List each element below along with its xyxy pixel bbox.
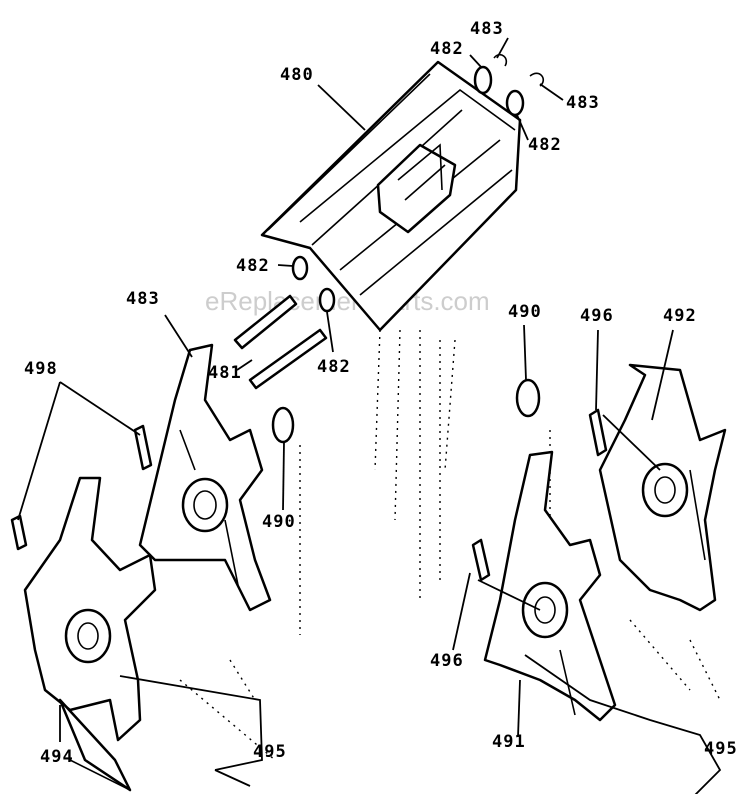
leader-lines: [17, 37, 722, 794]
callout-483-right: 483: [566, 93, 600, 113]
washer-482-mid: [291, 255, 309, 281]
washer-490-right: [515, 378, 541, 418]
callout-498: 498: [24, 359, 58, 379]
tine-assembly-494: [23, 476, 157, 792]
callout-494: 494: [40, 747, 74, 767]
bolt-481-lower: [248, 328, 328, 390]
assembly-guides: [179, 329, 721, 761]
callout-481: 481: [208, 363, 242, 383]
washers: [291, 65, 525, 313]
pin-496-low: [471, 538, 491, 582]
washer-482-top: [473, 65, 493, 95]
callout-495-left: 495: [253, 742, 287, 762]
callout-482-right: 482: [528, 135, 562, 155]
callout-490-right: 490: [508, 302, 542, 322]
callout-495-right: 495: [704, 739, 738, 759]
callout-483-top: 483: [470, 19, 504, 39]
callouts: 480 483 482 483 482 482 482 483 481 498 …: [24, 19, 738, 767]
pins: [10, 408, 608, 582]
pin-496-top: [588, 408, 608, 457]
callout-480: 480: [280, 65, 314, 85]
tine-shield: [260, 60, 522, 332]
bolt-481-upper: [233, 294, 298, 350]
bolts: [233, 294, 328, 390]
washer-482-low: [318, 287, 336, 313]
callout-483-left: 483: [126, 289, 160, 309]
tine-assembly-492: [598, 363, 727, 612]
callout-490-left: 490: [262, 512, 296, 532]
callout-492: 492: [663, 306, 697, 326]
pin-498-a: [133, 424, 153, 471]
tine-assembly-483: [138, 343, 272, 612]
pin-498-b: [10, 514, 28, 551]
washer-490-left: [271, 406, 295, 444]
tine-assembly-491: [483, 450, 617, 722]
callout-482-mid: 482: [236, 256, 270, 276]
callout-491: 491: [492, 732, 526, 752]
callout-496-low: 496: [430, 651, 464, 671]
clips: [493, 53, 545, 87]
washer-482-right: [505, 89, 525, 117]
callout-482-top: 482: [430, 39, 464, 59]
callout-482-low: 482: [317, 357, 351, 377]
callout-496-top: 496: [580, 306, 614, 326]
clip-483-top: [493, 53, 508, 67]
